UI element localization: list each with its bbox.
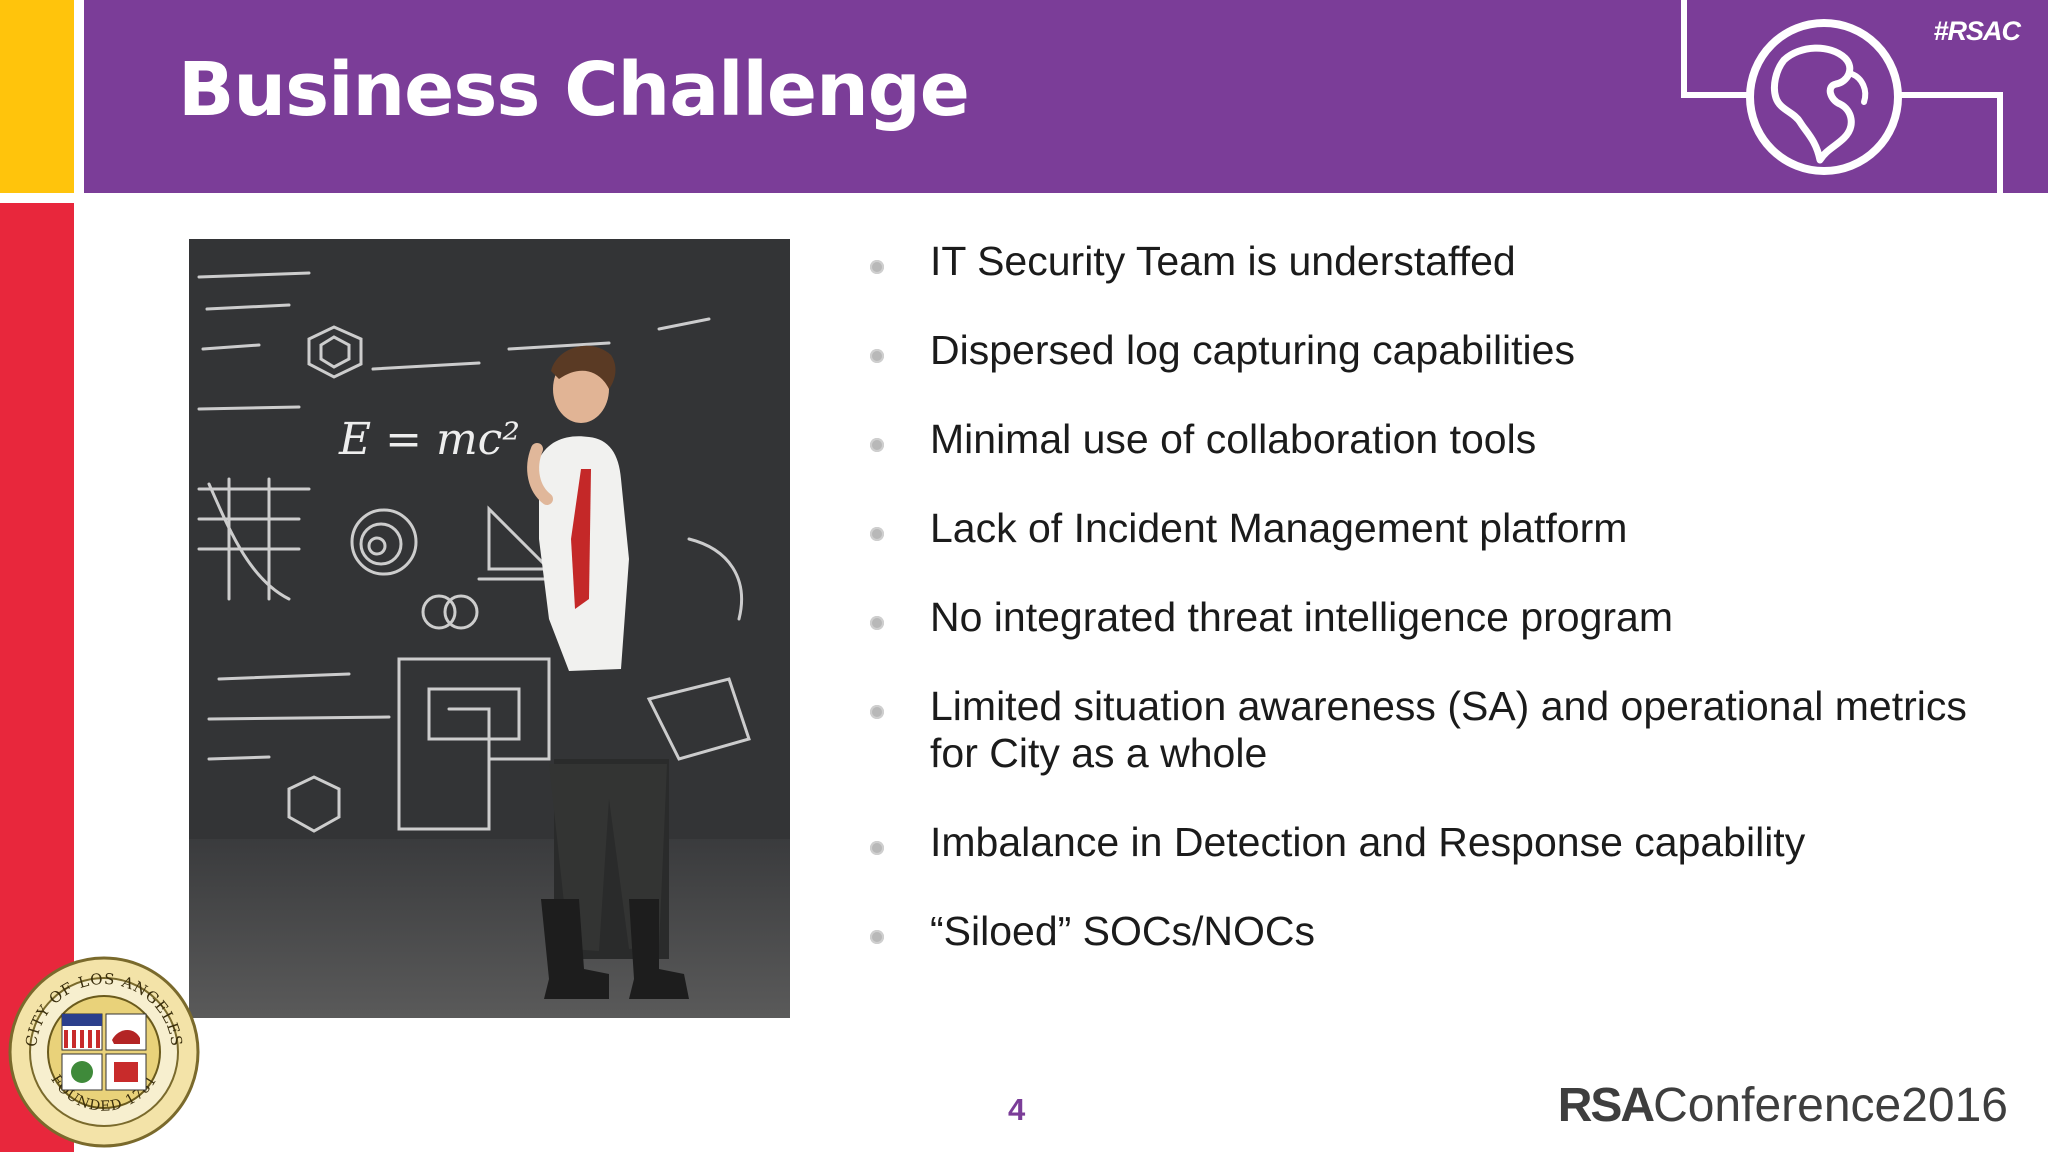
bullet-item: Limited situation awareness (SA) and ope… xyxy=(866,683,2016,777)
bullet-item: Imbalance in Detection and Response capa… xyxy=(866,819,2016,866)
bullet-dot-icon xyxy=(870,705,884,719)
bullet-item: Lack of Incident Management platform xyxy=(866,505,2016,552)
header-corner-frame xyxy=(1681,0,2003,195)
accent-stripe-yellow xyxy=(0,0,74,193)
bullet-dot-icon xyxy=(870,260,884,274)
bullet-dot-icon xyxy=(870,930,884,944)
man-figure xyxy=(527,345,689,999)
bullet-item: Minimal use of collaboration tools xyxy=(866,416,2016,463)
bullet-item: “Siloed” SOCs/NOCs xyxy=(866,908,2016,955)
page-number: 4 xyxy=(1008,1092,1026,1127)
bullet-dot-icon xyxy=(870,349,884,363)
chalkboard-photo: E = mc² xyxy=(189,239,790,1018)
city-seal-logo: CITY OF LOS ANGELES FOUNDED 1781 xyxy=(8,956,200,1148)
formula-text: E = mc² xyxy=(338,414,520,465)
bullet-item: No integrated threat intelligence progra… xyxy=(866,594,2016,641)
bullet-dot-icon xyxy=(870,527,884,541)
globe-icon xyxy=(1746,19,1902,175)
bullet-item: IT Security Team is understaffed xyxy=(866,238,2016,285)
rsa-conference-logo: RSAConference2016 xyxy=(1557,1079,2008,1132)
bullet-list: IT Security Team is understaffed Dispers… xyxy=(866,238,2016,955)
slide-title: Business Challenge xyxy=(178,47,970,133)
bullet-dot-icon xyxy=(870,438,884,452)
hashtag-label: #RSAC xyxy=(1933,16,2021,46)
bullet-item: Dispersed log capturing capabilities xyxy=(866,327,2016,374)
bullet-dot-icon xyxy=(870,841,884,855)
bullet-dot-icon xyxy=(870,616,884,630)
